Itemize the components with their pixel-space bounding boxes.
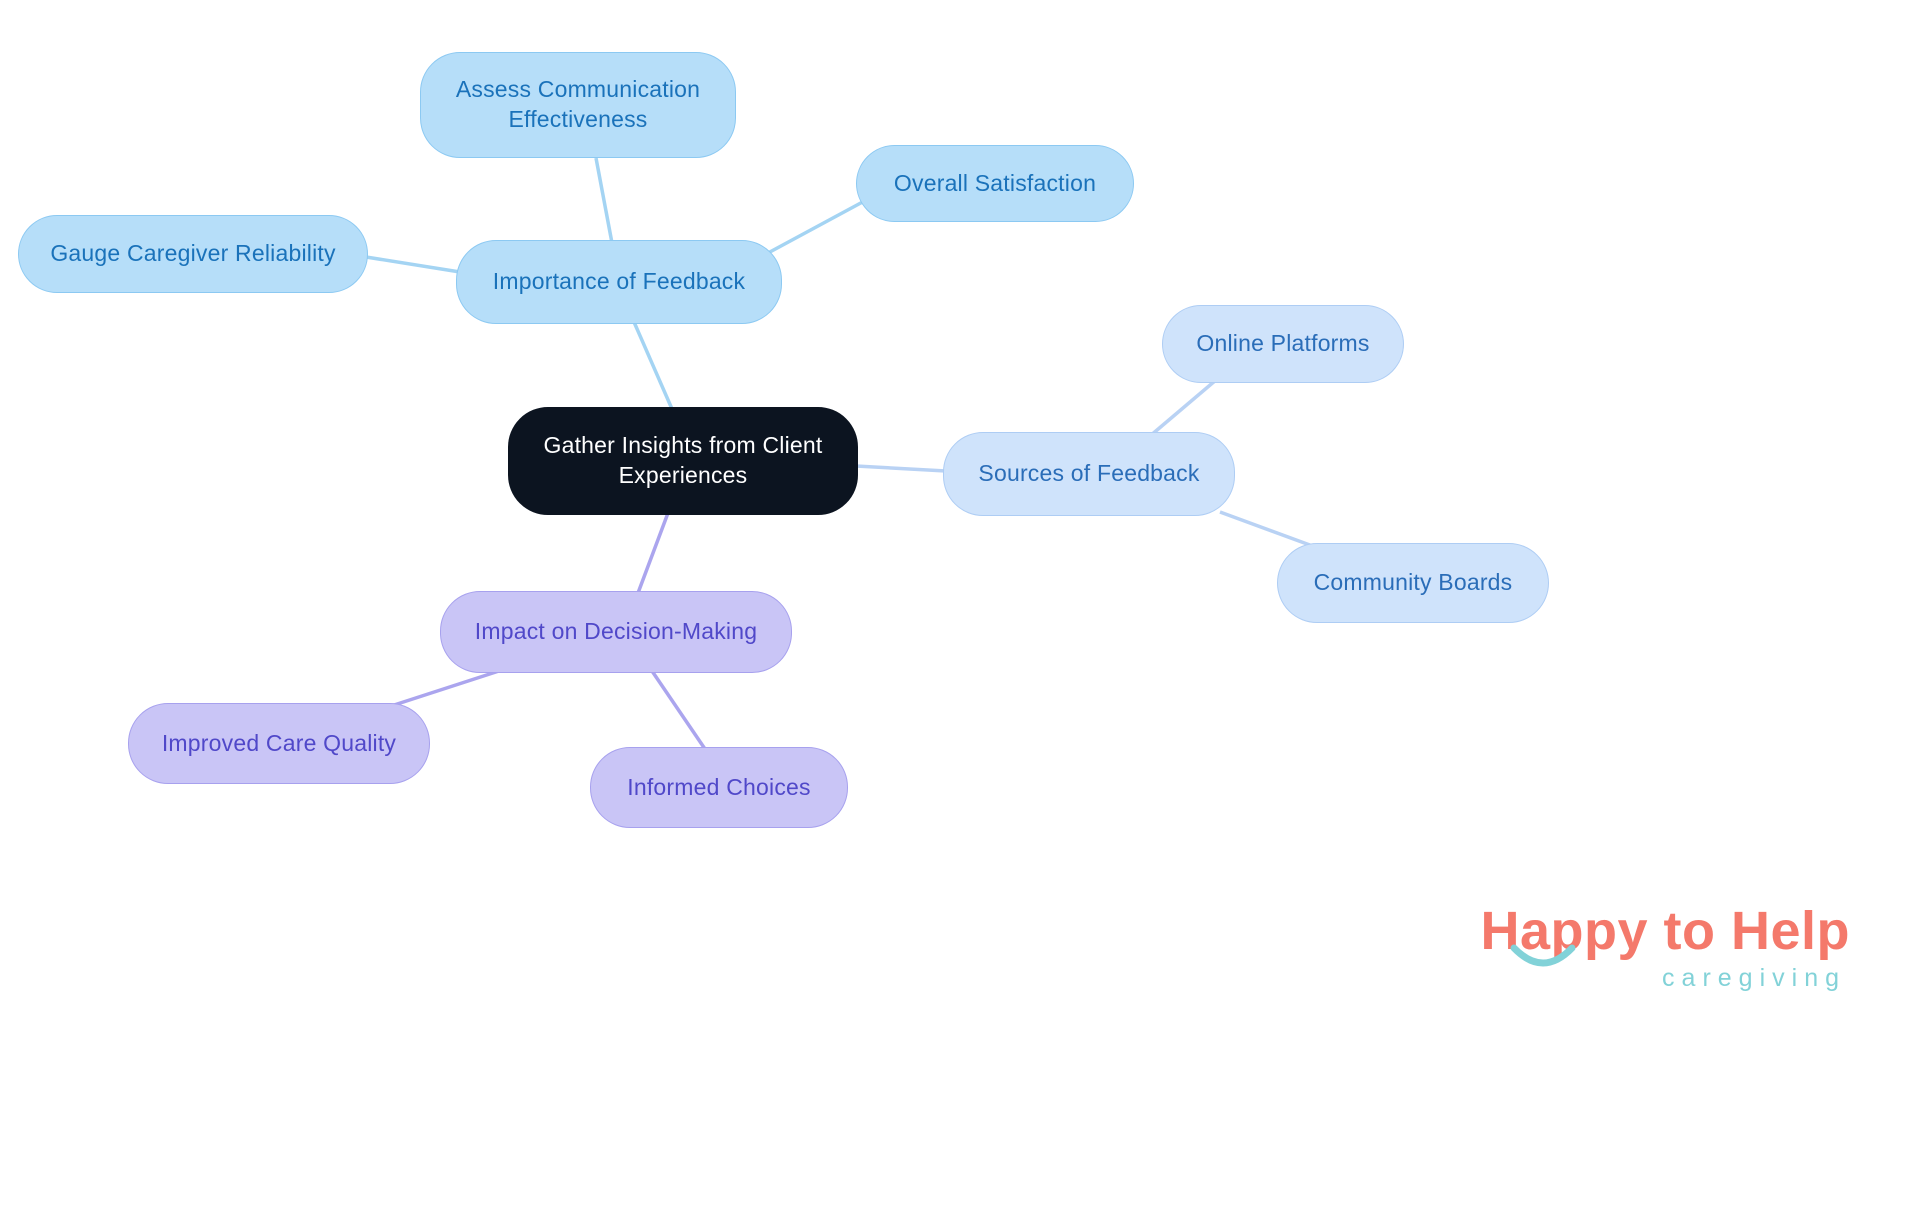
smile-icon — [1510, 944, 1576, 967]
edge-importance-overall — [767, 196, 871, 255]
node-online-platforms: Online Platforms — [1162, 305, 1404, 383]
brand-wordmark: Happy to Help — [1480, 901, 1850, 961]
edge-importance-assess — [594, 157, 614, 244]
node-impact-on-decision-making: Impact on Decision-Making — [440, 591, 792, 673]
edge-center-impact — [636, 512, 670, 594]
edge-impact-informed — [650, 670, 707, 750]
edge-center-sources — [855, 464, 947, 473]
edge-importance-gauge — [365, 255, 461, 274]
edge-sources-community — [1219, 510, 1319, 550]
node-importance-of-feedback: Importance of Feedback — [456, 240, 782, 324]
node-community-boards: Community Boards — [1277, 543, 1549, 623]
node-center: Gather Insights from Client Experiences — [508, 407, 858, 515]
node-sources-of-feedback: Sources of Feedback — [943, 432, 1235, 516]
node-improved-care-quality: Improved Care Quality — [128, 703, 430, 784]
brand-tagline: caregiving — [1662, 964, 1846, 992]
brand-logo: Happy to Help caregiving — [1420, 900, 1850, 993]
node-informed-choices: Informed Choices — [590, 747, 848, 828]
node-gauge-caregiver-reliability: Gauge Caregiver Reliability — [18, 215, 368, 293]
node-overall-satisfaction: Overall Satisfaction — [856, 145, 1134, 222]
edge-center-importance — [632, 321, 674, 410]
edge-sources-online — [1148, 378, 1218, 438]
node-assess-communication-effectiveness: Assess Communication Effectiveness — [420, 52, 736, 158]
edge-impact-improved — [387, 668, 503, 709]
